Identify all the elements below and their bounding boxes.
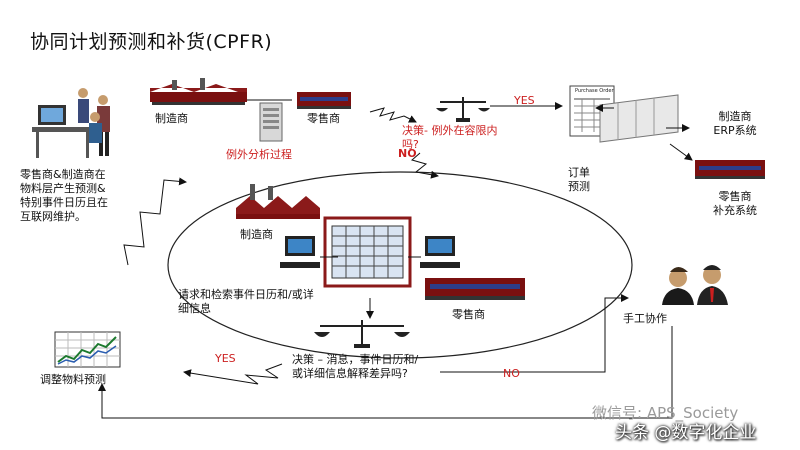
ellipse-retailer-store-icon <box>425 278 525 300</box>
bottom-balance-scale-icon <box>314 320 410 348</box>
purchase-order-header: Purchase Order <box>575 88 614 94</box>
replenish-retailer-line1: 零售商 <box>718 190 752 203</box>
manual-collab-label: 手工协作 <box>623 312 667 325</box>
adjust-forecast-label: 调整物料预测 <box>40 373 106 386</box>
people-computer-icon <box>32 88 110 158</box>
manual-collaboration-people-icon <box>662 265 728 305</box>
decision-exception-label: 决策- 例外在容限内吗? <box>402 124 502 152</box>
order-forecast-line2: 预测 <box>568 180 590 193</box>
right-monitor-icon <box>420 236 460 268</box>
yes-top-label: YES <box>514 94 535 107</box>
watermark-wechat: 微信号: APS_Society <box>592 404 739 422</box>
left-description-line: 物料层产生预测& <box>20 182 106 195</box>
erp-server-row-icon <box>599 94 679 143</box>
ellipse-manufacturer-label: 制造商 <box>240 228 273 241</box>
left-description-line: 零售商&制造商在 <box>20 168 106 181</box>
decision-bottom-line2: 或详细信息解释差异吗? <box>292 367 408 380</box>
top-manufacturer-label: 制造商 <box>155 112 188 125</box>
decision-exception-text: 决策- 例外在容限内吗? <box>402 124 498 151</box>
request-info-label: 请求和检索事件日历和/或详 细信息 <box>178 288 314 316</box>
decision-bottom-line1: 决策 – 消息，事件日历和/ <box>292 353 419 366</box>
order-forecast-line1: 订单 <box>568 166 590 179</box>
decision-bottom-label: 决策 – 消息，事件日历和/ 或详细信息解释差异吗? <box>292 353 418 381</box>
top-retailer-store-icon <box>297 92 351 109</box>
left-monitor-icon <box>280 236 320 268</box>
left-description: 零售商&制造商在 物料层产生预测& 特别事件日历且在 互联网维护。 <box>20 168 155 224</box>
left-description-line: 特别事件日历且在 <box>20 196 108 209</box>
top-retailer-label: 零售商 <box>307 112 340 125</box>
replenish-retailer-label: 零售商 补充系统 <box>695 190 775 218</box>
replenish-retailer-store-icon <box>695 160 765 179</box>
replenish-retailer-line2: 补充系统 <box>713 204 757 217</box>
ellipse-manufacturer-factory-icon <box>236 184 320 219</box>
collaboration-ellipse <box>167 171 633 359</box>
shared-calendar-screen-icon <box>323 216 412 288</box>
no-bottom-label: NO <box>503 367 520 380</box>
top-manufacturer-factory-icon <box>150 78 247 105</box>
no-top-label: NO <box>398 147 417 160</box>
order-forecast-label: 订单 预测 <box>568 166 590 194</box>
erp-manufacturer-line1: 制造商 <box>718 110 752 123</box>
server-tower-icon <box>259 102 283 142</box>
yes-bottom-label: YES <box>215 352 236 365</box>
page-title: 协同计划预测和补货(CPFR) <box>30 31 273 53</box>
trend-chart-icon <box>54 331 121 368</box>
top-balance-scale-icon <box>436 97 490 122</box>
watermark-toutiao: 头条 @数字化企业 <box>615 423 757 443</box>
erp-manufacturer-line2: ERP系统 <box>713 124 757 137</box>
ellipse-retailer-label: 零售商 <box>452 308 485 321</box>
erp-manufacturer-label: 制造商 ERP系统 <box>700 110 770 138</box>
left-description-line: 互联网维护。 <box>20 210 86 223</box>
request-info-line2: 细信息 <box>178 302 211 315</box>
connectors <box>98 99 693 419</box>
exception-analysis-label: 例外分析过程 <box>226 148 292 161</box>
request-info-line1: 请求和检索事件日历和/或详 <box>178 288 314 301</box>
